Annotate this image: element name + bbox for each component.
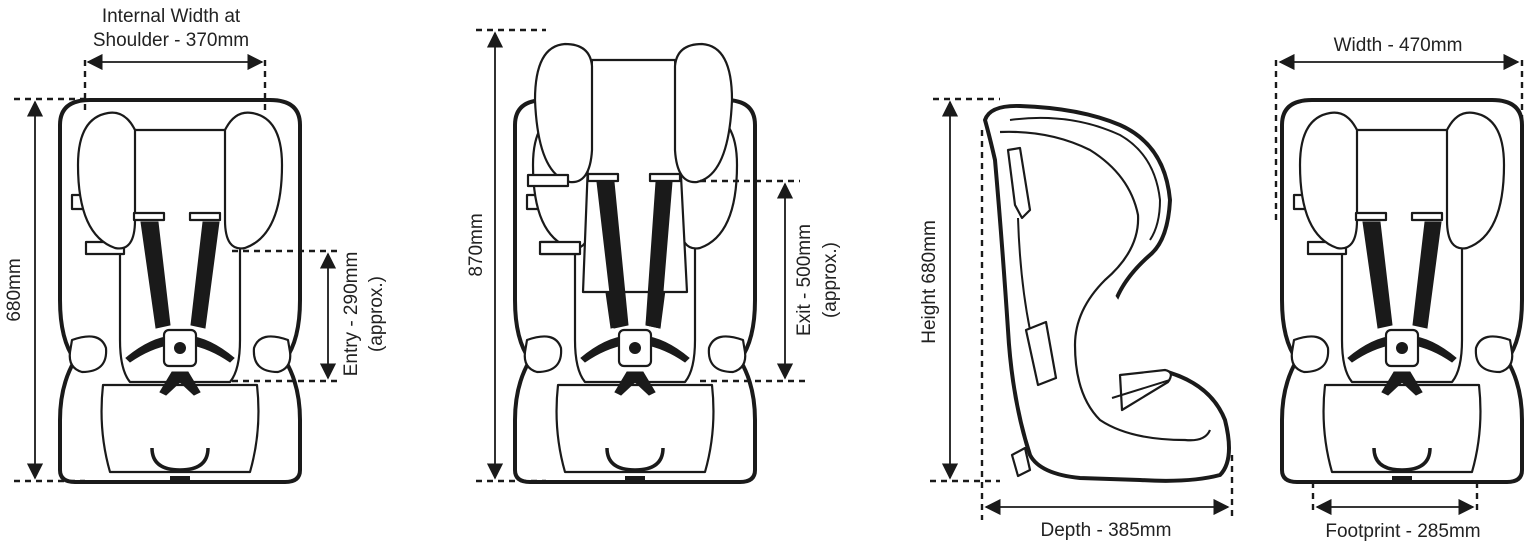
exit-label-line2: (approx.) (820, 242, 841, 318)
internal-width-label-line2: Shoulder - 370mm (93, 30, 249, 51)
entry-label-line2: (approx.) (366, 276, 387, 352)
front-view-seat (58, 98, 302, 486)
internal-width-label-line1: Internal Width at (102, 6, 241, 27)
internal-width-dimension: Internal Width at Shoulder - 370mm (83, 6, 267, 115)
side-view-seat (983, 103, 1231, 483)
exit-label-line1: Exit - 500mm (794, 224, 815, 336)
side-height-label: Height 680mm (919, 220, 940, 344)
depth-dimension: Depth - 385mm (980, 130, 1234, 541)
height-870-label: 870mm (466, 213, 487, 276)
footprint-dimension: Footprint - 285mm (1311, 482, 1481, 542)
footprint-label: Footprint - 285mm (1325, 521, 1480, 542)
raised-front-view-seat (513, 42, 757, 486)
depth-label: Depth - 385mm (1041, 520, 1172, 541)
exit-dimension: Exit - 500mm (approx.) (700, 179, 841, 383)
entry-label-line1: Entry - 290mm (341, 252, 362, 377)
height-870-dimension: 870mm (466, 28, 546, 483)
width-view-seat (1280, 98, 1524, 486)
height-680-label: 680mm (4, 258, 25, 321)
width-dimension: Width - 470mm (1274, 35, 1524, 220)
height-680-dimension: 680mm (4, 97, 85, 483)
side-height-dimension: Height 680mm (919, 97, 1000, 483)
entry-dimension: Entry - 290mm (approx.) (232, 249, 387, 383)
width-label: Width - 470mm (1334, 35, 1463, 56)
